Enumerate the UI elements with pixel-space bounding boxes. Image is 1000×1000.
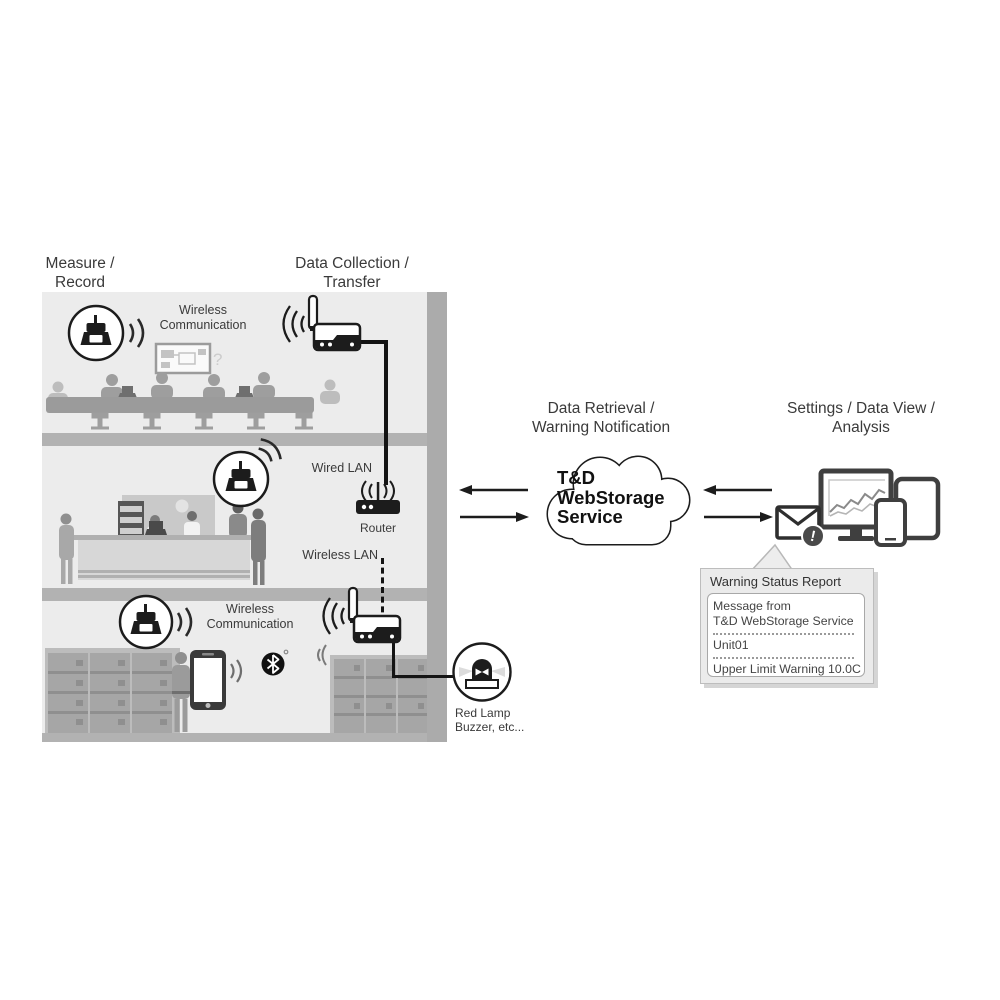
warning-status-report: Warning Status Report Message from T&D W… xyxy=(700,568,874,684)
arrow-building-to-cloud xyxy=(460,512,529,522)
wired-lan-cable xyxy=(358,340,388,344)
bluetooth-icon xyxy=(261,649,289,676)
label-wireless-lan: Wireless LAN xyxy=(302,548,378,562)
warehouse-scene xyxy=(45,644,428,733)
report-warning: Upper Limit Warning 10.0C xyxy=(713,662,861,676)
mobile-icon xyxy=(874,498,907,547)
counter-laptop xyxy=(145,521,167,535)
arrow-devices-to-cloud xyxy=(703,485,772,495)
label-wireless-communication-top: Wireless Communication xyxy=(159,303,247,332)
report-unit: Unit01 xyxy=(713,638,749,652)
laptops xyxy=(118,386,254,398)
heading-data-retrieval: Data Retrieval / Warning Notification xyxy=(531,400,671,436)
heading-measure-record: Measure / Record xyxy=(45,255,115,291)
smartphone-icon xyxy=(190,650,226,710)
svg-text:!: ! xyxy=(809,528,817,546)
radio-waves-icon xyxy=(282,305,305,343)
arrow-cloud-to-building xyxy=(459,485,528,495)
storage-racks-right xyxy=(330,655,428,733)
worker-person xyxy=(172,652,197,732)
customer-right xyxy=(251,508,266,585)
label-wireless-communication-bottom: Wireless Communication xyxy=(206,602,294,631)
base-station-icon xyxy=(282,294,362,352)
floor-slab xyxy=(42,433,447,446)
report-body: Message from T&D WebStorage Service Unit… xyxy=(707,593,865,677)
label-wired-lan: Wired LAN xyxy=(311,461,372,475)
question-mark: ? xyxy=(213,350,222,369)
conference-table xyxy=(46,397,314,413)
devices-cluster: ! xyxy=(775,468,941,548)
cloud-service-name: T&D WebStorage Service xyxy=(557,467,665,527)
wired-lan-cable xyxy=(384,340,388,485)
building-illustration: ? xyxy=(42,292,447,742)
wireless-lan-dashed-link xyxy=(381,558,384,622)
red-lamp-icon xyxy=(452,642,512,702)
report-message-line: T&D WebStorage Service xyxy=(713,614,854,628)
wall-display-screen xyxy=(154,342,212,375)
ground-slab xyxy=(42,733,447,742)
label-red-lamp: Red Lamp Buzzer, etc... xyxy=(455,706,525,734)
radio-waves-icon xyxy=(128,318,145,348)
clock-icon xyxy=(175,499,189,513)
meeting-room-scene: ? xyxy=(46,342,340,430)
radio-waves-icon xyxy=(322,597,345,635)
chairs xyxy=(91,412,313,430)
customer-left xyxy=(59,513,74,584)
dotted-separator xyxy=(713,657,855,659)
radio-waves-icon xyxy=(361,480,395,502)
building-right-wall xyxy=(427,292,447,742)
storage-racks-left xyxy=(45,648,180,733)
alarm-cable xyxy=(392,640,395,678)
heading-data-collection: Data Collection / Transfer xyxy=(295,255,409,291)
counter xyxy=(74,535,254,580)
alarm-cable xyxy=(392,675,460,678)
router-icon xyxy=(356,480,400,514)
radio-waves-icon xyxy=(230,659,243,683)
arrow-cloud-to-devices xyxy=(704,512,773,522)
radio-waves-icon xyxy=(317,644,327,666)
dotted-separator xyxy=(713,633,855,635)
report-message-line: Message from xyxy=(713,599,791,613)
radio-waves-icon xyxy=(258,438,282,462)
radio-waves-icon xyxy=(176,607,193,637)
mail-alert-icon: ! xyxy=(775,505,825,548)
label-router: Router xyxy=(359,521,397,535)
data-logger-icon xyxy=(212,438,282,508)
base-station-icon xyxy=(322,586,402,644)
data-logger-icon xyxy=(67,304,145,362)
report-title: Warning Status Report xyxy=(710,574,842,589)
data-logger-icon xyxy=(118,594,193,650)
cloud-icon xyxy=(546,455,691,546)
heading-settings-analysis: Settings / Data View / Analysis xyxy=(787,400,935,436)
